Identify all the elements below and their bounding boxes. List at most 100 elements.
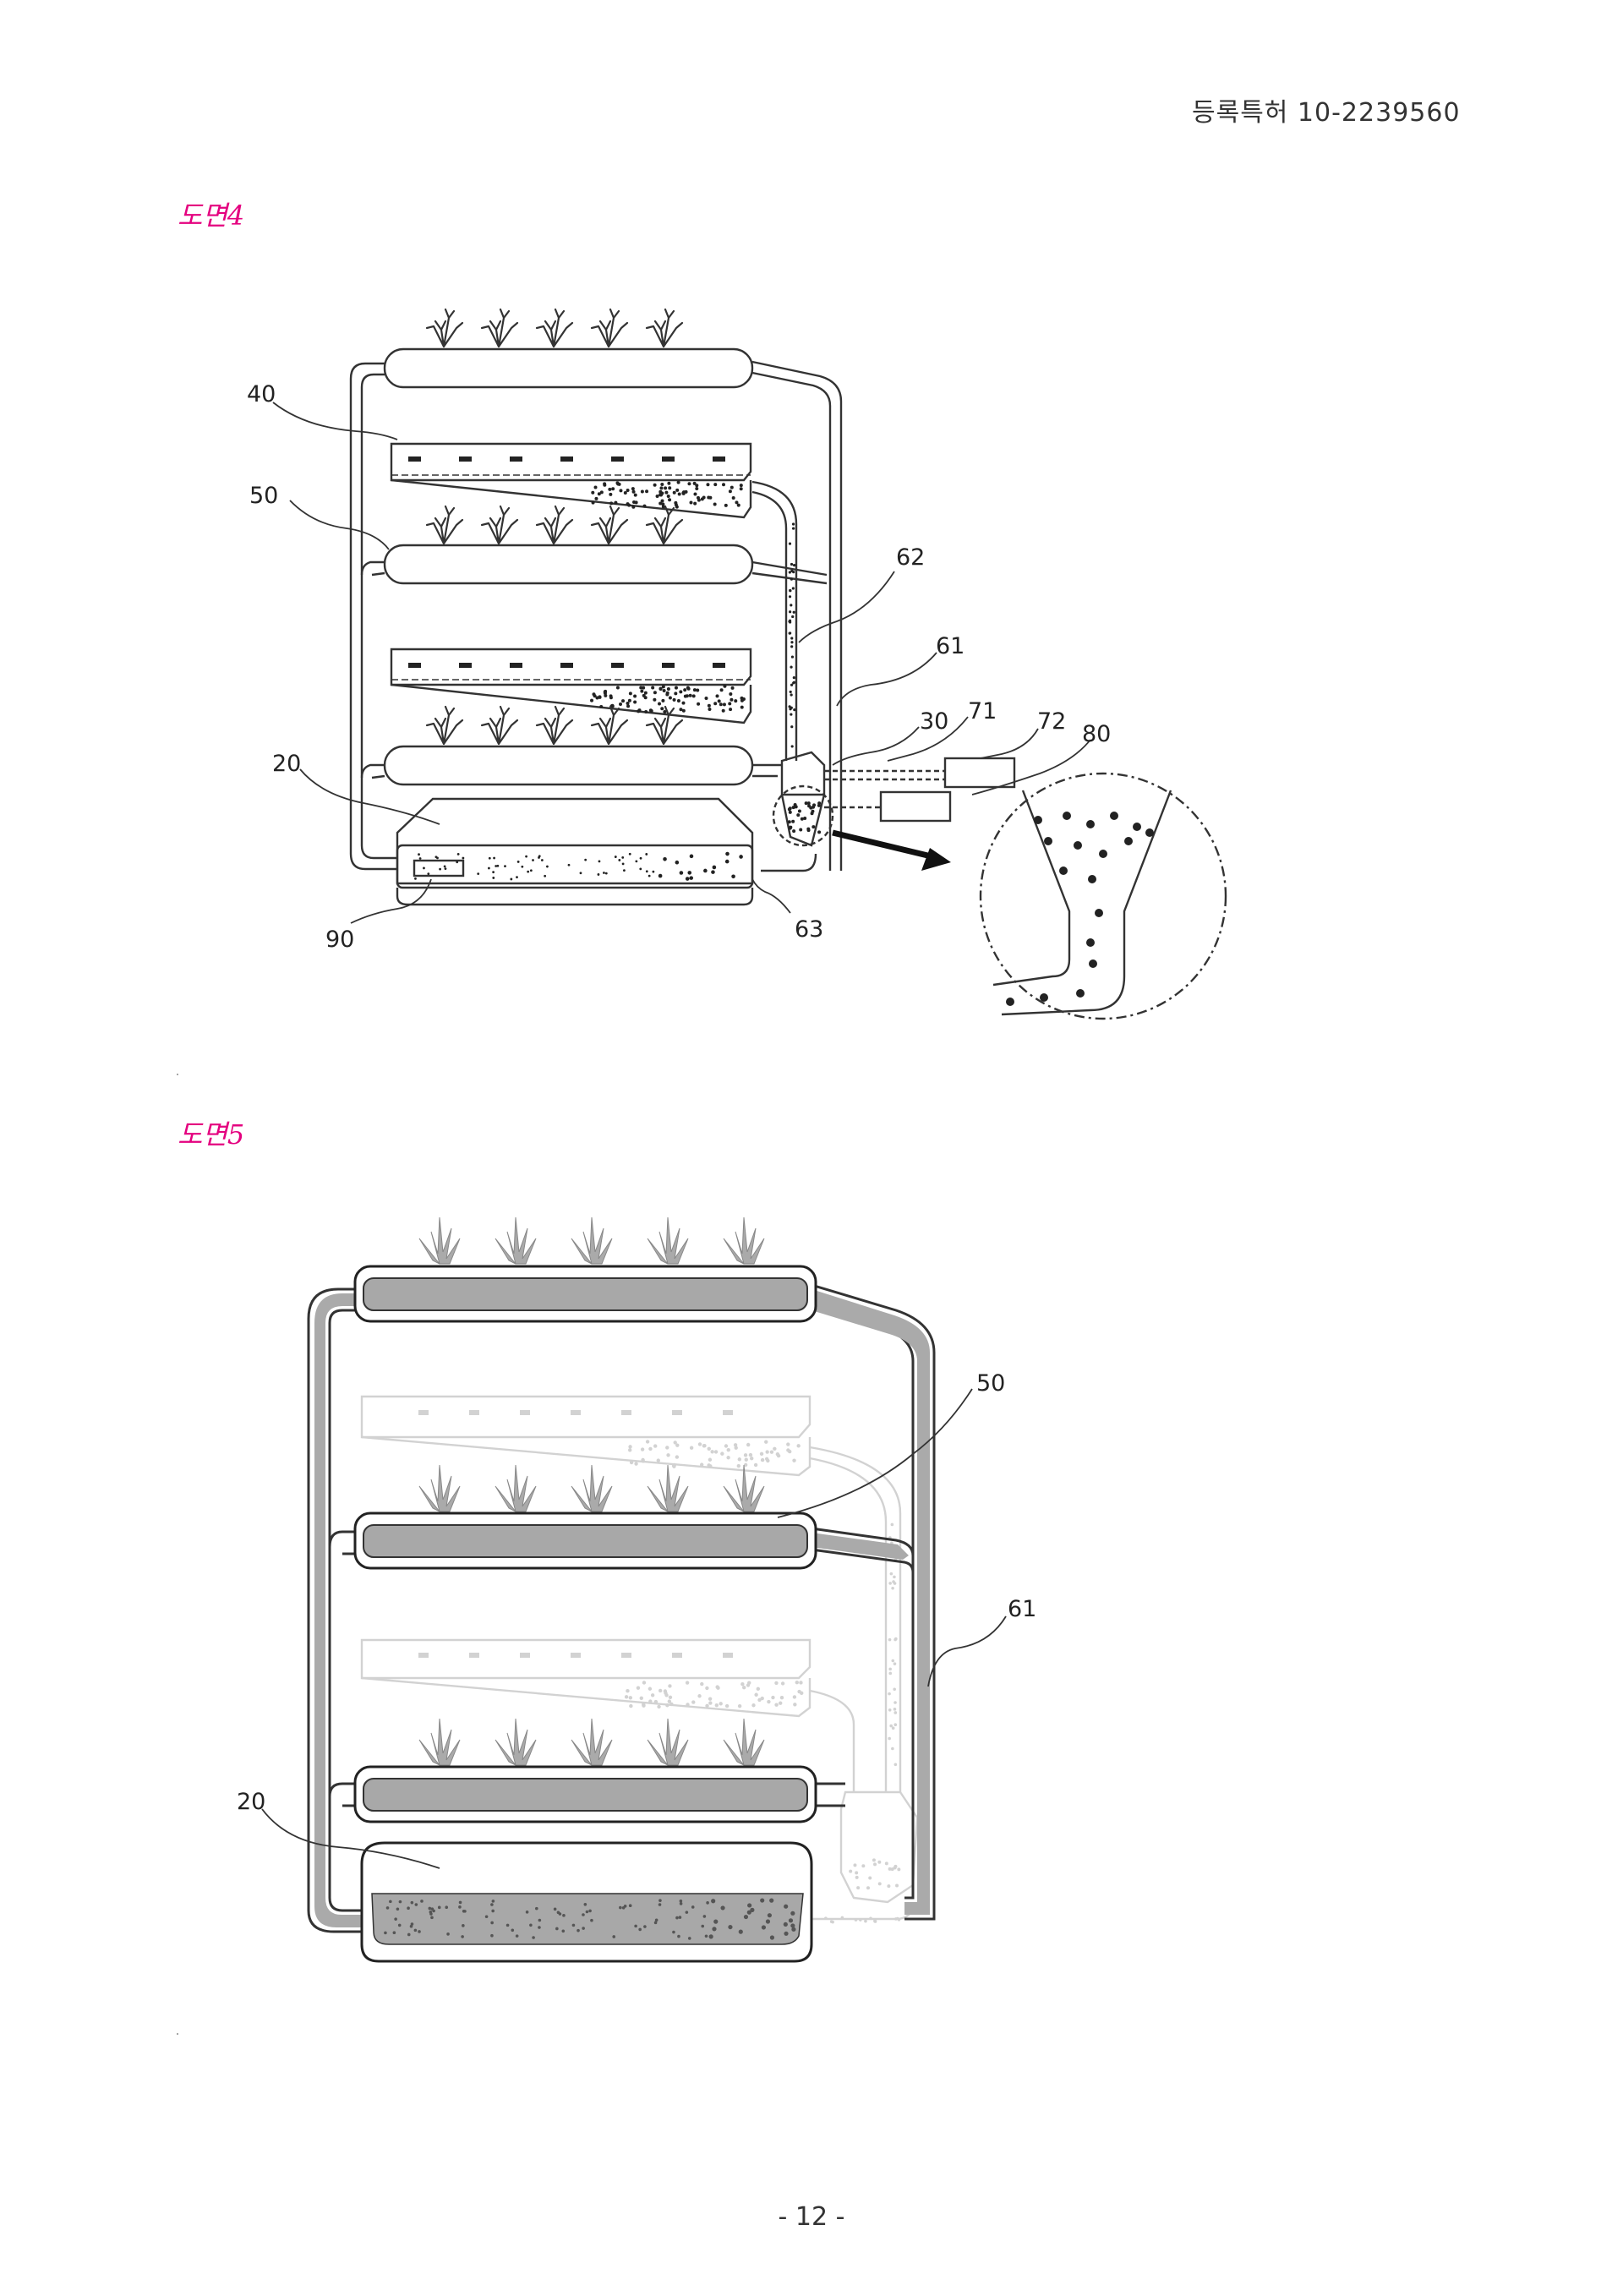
particle-dot [1095, 909, 1103, 917]
particle-dot [858, 1918, 862, 1922]
particle-dot [831, 1920, 834, 1924]
particle-dot [692, 688, 697, 692]
particle-dot [527, 870, 530, 873]
particle-dot [891, 1726, 895, 1730]
particle-dot [396, 1907, 400, 1911]
particle-dot [702, 1444, 707, 1448]
particle-dot [618, 859, 621, 861]
particle-dot [788, 810, 792, 814]
particle-dot [744, 1457, 748, 1462]
particle-dot [668, 696, 672, 700]
particle-dot [889, 1724, 893, 1728]
particle-dot [799, 828, 803, 832]
particle-dot [407, 1932, 411, 1937]
particle-dot [643, 1925, 647, 1928]
particle-dot [790, 1911, 795, 1916]
particle-dot [538, 1918, 542, 1922]
particle-dot [583, 1902, 587, 1906]
particle-dot [684, 489, 688, 494]
particle-dot [631, 505, 636, 509]
particle-dot [702, 1915, 707, 1918]
particle-dot [659, 486, 664, 490]
particle-dot [679, 690, 683, 694]
particle-dot [653, 1444, 658, 1448]
particle-dot [890, 1867, 894, 1872]
particle-dot [658, 702, 662, 706]
particle-dot [897, 1867, 901, 1872]
particle-dot [611, 487, 615, 491]
particle-dot [854, 1918, 858, 1922]
particle-dot [639, 856, 642, 860]
particle-dot [653, 483, 657, 487]
particle-dot [769, 1450, 774, 1454]
particle-dot [790, 745, 794, 748]
particle-dot [628, 1445, 632, 1449]
plant-icon [723, 1216, 765, 1265]
particle-dot [626, 502, 630, 506]
particle-dot [888, 1736, 891, 1741]
particle-dot [674, 692, 678, 696]
particle-dot [697, 1694, 702, 1698]
particle-dot [636, 1686, 641, 1690]
particle-dot [686, 686, 690, 690]
particle-dot [675, 1443, 680, 1447]
particle-dot [708, 1934, 713, 1939]
particle-dot [794, 805, 798, 809]
particle-dot [712, 1927, 717, 1932]
particle-dot [648, 874, 651, 877]
particle-dot [567, 863, 571, 866]
particle-dot [639, 686, 643, 690]
particle-dot [623, 869, 626, 872]
particle-dot [731, 495, 735, 500]
particle-dot [544, 874, 547, 877]
particle-dot [621, 862, 625, 866]
label-61: 61 [936, 633, 965, 659]
particle-dot [791, 522, 795, 526]
particle-dot [609, 501, 614, 506]
particle-dot [579, 872, 582, 875]
particle-dot [711, 1899, 716, 1904]
particle-dot [614, 500, 618, 505]
plant-icon [495, 1464, 537, 1512]
particle-dot [877, 1860, 882, 1864]
particle-dot [505, 1923, 510, 1927]
particle-dot [444, 867, 447, 871]
particle-dot [571, 1923, 576, 1927]
particle-dot [769, 1898, 774, 1903]
particle-dot [719, 702, 723, 707]
particle-dot [789, 690, 792, 694]
particle-dot [510, 877, 513, 881]
particle-dot [764, 1440, 768, 1444]
particle-dot [697, 702, 701, 706]
label-72: 72 [1037, 708, 1066, 735]
particle-dot [774, 1681, 779, 1686]
particle-dot [791, 615, 795, 619]
particle-dot [726, 1456, 730, 1460]
particle-dot [687, 871, 692, 875]
particle-dot [642, 1703, 646, 1708]
particle-dot [461, 1935, 464, 1938]
particle-dot [1133, 823, 1141, 831]
particle-dot [725, 851, 730, 856]
particle-dot [872, 1858, 876, 1862]
particle-dot [628, 692, 632, 696]
particle-dot [456, 861, 459, 864]
particle-dot [642, 693, 646, 697]
particle-dot [702, 495, 706, 500]
particle-dot [663, 856, 667, 861]
particle-dot [706, 1901, 709, 1905]
particle-dot [888, 1667, 892, 1671]
plant-icon [647, 1216, 689, 1265]
label-80: 80 [1082, 721, 1111, 747]
particle-dot [604, 689, 608, 693]
figure-5-diagram: 50 61 20 [237, 1216, 1036, 1963]
particle-dot [729, 708, 733, 712]
particle-dot [708, 1464, 713, 1468]
particle-dot [723, 684, 727, 688]
particle-dot [893, 1575, 896, 1579]
particle-dot [674, 686, 678, 690]
particle-dot [893, 1723, 898, 1727]
particle-dot [492, 871, 495, 874]
particle-dot [439, 867, 441, 871]
label-61: 61 [1008, 1596, 1036, 1622]
